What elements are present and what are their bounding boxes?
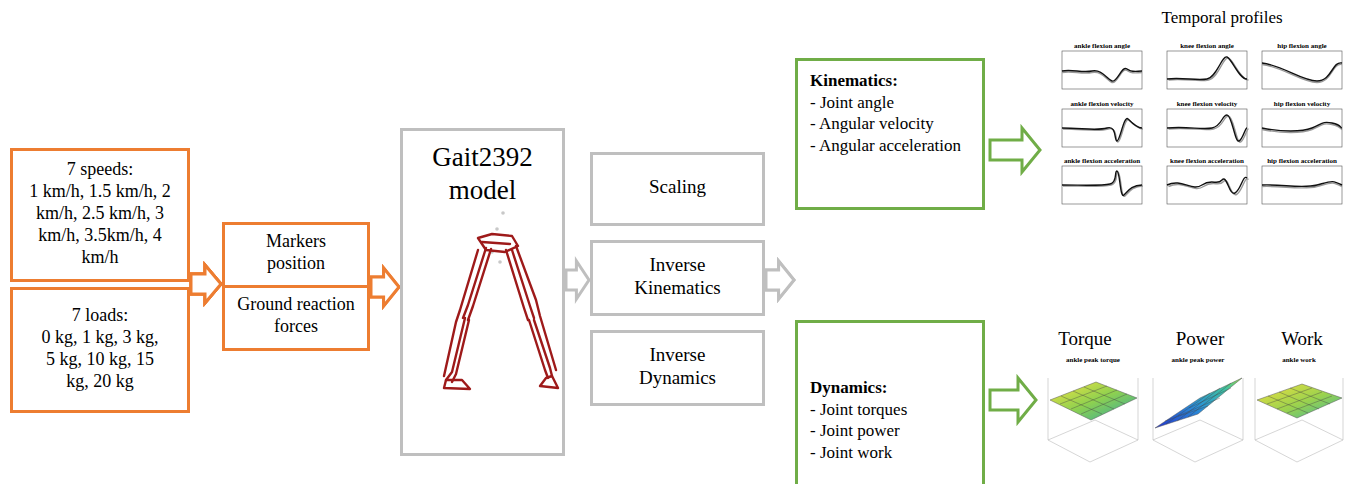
chart-title: knee flexion velocity <box>1177 100 1238 108</box>
box-text: 1 km/h, 1.5 km/h, 2 km/h, 2.5 km/h, 3 km… <box>25 181 175 269</box>
block-arrow <box>371 268 399 306</box>
box-text: Inverse Kinematics <box>618 253 738 299</box>
skeleton-model <box>444 211 558 389</box>
data-box: Ground reaction forces <box>222 285 370 351</box>
box-text: Gait2392 model <box>415 141 550 207</box>
block-arrow <box>766 261 794 299</box>
block-arrow <box>371 268 399 306</box>
chart-title: hip flexion velocity <box>1274 100 1330 108</box>
box-text: - Joint angle <box>810 93 894 114</box>
panel-title: Torque <box>1058 328 1112 350</box>
model-box: Gait2392 model <box>400 128 565 456</box>
block-arrow <box>191 265 221 303</box>
box-text: - Angular acceleration <box>810 136 961 157</box>
panel-title: Temporal profiles <box>1161 8 1282 28</box>
input-box: 7 loads:0 kg, 1 kg, 3 kg, 5 kg, 10 kg, 1… <box>10 287 190 413</box>
chart-title: ankle flexion velocity <box>1071 100 1134 108</box>
chart-title: knee flexion acceleration <box>1170 157 1244 165</box>
box-heading: Dynamics: <box>810 378 887 399</box>
box-text: Inverse Dynamics <box>618 343 738 389</box>
chart-title: ankle peak torque <box>1066 356 1120 364</box>
chart-title: hip flexion acceleration <box>1267 157 1337 165</box>
chart-title: ankle flexion angle <box>1074 42 1130 50</box>
block-arrow <box>191 265 221 303</box>
output-box: Dynamics:- Joint torques- Joint power- J… <box>795 320 985 484</box>
chart-title: ankle peak power <box>1172 356 1225 364</box>
input-box: 7 speeds:1 km/h, 1.5 km/h, 2 km/h, 2.5 k… <box>10 148 190 282</box>
box-text: 0 kg, 1 kg, 3 kg, 5 kg, 10 kg, 15 kg, 20… <box>40 327 160 393</box>
output-box: Kinematics:- Joint angle- Angular veloci… <box>795 58 985 210</box>
chart-title: ankle work <box>1282 356 1316 364</box>
result-arrow <box>990 128 1040 172</box>
chart-title: hip flexion angle <box>1277 42 1326 50</box>
block-arrow <box>191 265 221 303</box>
process-box: Scaling <box>590 152 765 226</box>
box-text: Markers position <box>241 231 351 275</box>
block-arrow <box>191 265 221 303</box>
block-arrow <box>766 261 794 299</box>
box-text: - Joint work <box>810 443 892 464</box>
box-text: - Joint power <box>810 421 900 442</box>
chart-title: knee flexion angle <box>1180 42 1234 50</box>
box-heading: 7 speeds: <box>67 159 134 181</box>
box-text: Scaling <box>649 175 706 198</box>
panel-title: Work <box>1281 328 1323 350</box>
data-box: Markers position <box>222 222 370 288</box>
box-text: Ground reaction forces <box>237 294 355 338</box>
process-box: Inverse Dynamics <box>590 330 765 406</box>
box-text: - Angular velocity <box>810 114 934 135</box>
temporal-profile-charts <box>1062 51 1342 204</box>
result-arrow <box>990 378 1036 422</box>
block-arrow <box>566 261 589 299</box>
box-heading: 7 loads: <box>72 305 129 327</box>
chart-title: ankle flexion acceleration <box>1064 157 1140 165</box>
panel-title: Power <box>1176 328 1225 350</box>
surface-plots <box>1048 378 1343 462</box>
box-text: - Joint torques <box>810 400 907 421</box>
box-heading: Kinematics: <box>810 71 898 92</box>
process-box: Inverse Kinematics <box>590 240 765 316</box>
